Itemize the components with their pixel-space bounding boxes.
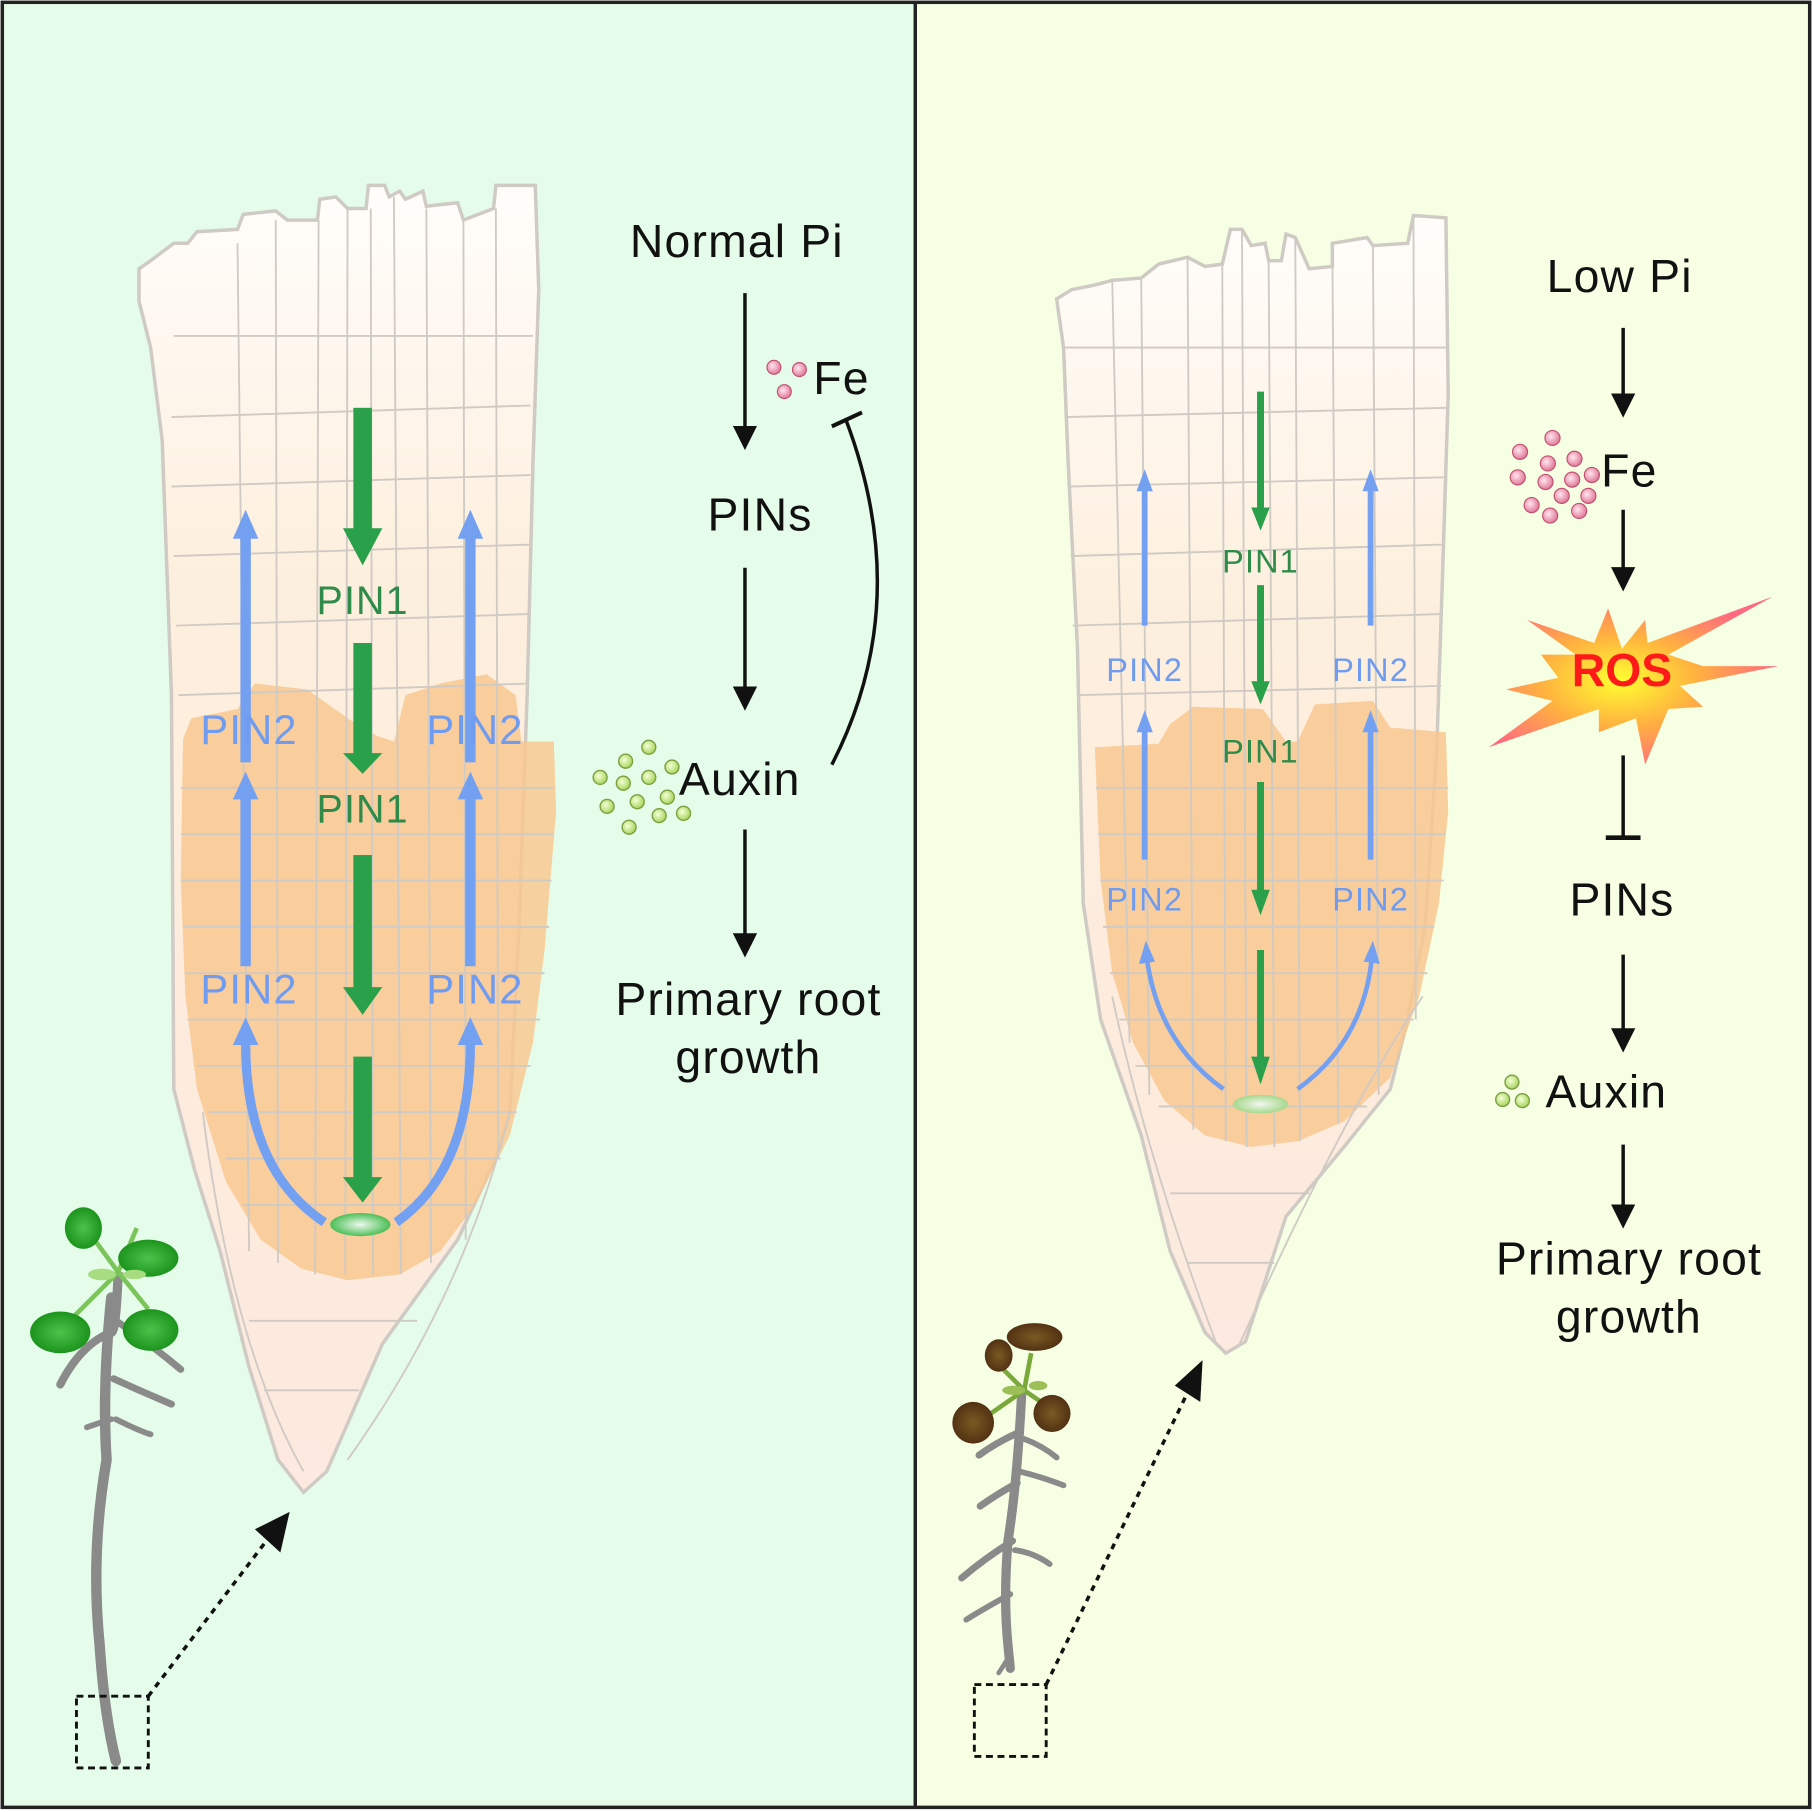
fe-particles [1509,429,1600,524]
pin2-label: PIN2 [200,706,297,753]
pin2-arrow [1362,710,1379,860]
pin2-arrow [457,509,484,763]
pin1-arrow [1251,585,1270,705]
pin2-label: PIN2 [200,965,297,1012]
pin2-arrow [457,771,484,967]
outcome-label-line2: growth [675,1031,821,1083]
pin2-arrow [232,771,259,967]
fe-particles [766,359,807,400]
ros-label: ROS [1572,644,1672,696]
auxin-inhibits-fe-arrow [830,410,880,766]
pin2-curved-arrow [1296,940,1380,1091]
pin1-arrow [1251,950,1270,1085]
pin1-arrow [342,855,383,1015]
pathway-normal: Normal Pi Fe PINs Auxin Primary root gro [592,215,881,1083]
pin1-arrow [342,1056,383,1203]
pin1-label: PIN1 [1222,733,1299,769]
pin2-label: PIN2 [1106,882,1183,918]
pin2-arrow [232,509,259,763]
pin1-arrow [1251,391,1270,531]
meristem-zone [1094,700,1449,1147]
auxin-particles [592,739,692,835]
pin2-arrow [1136,710,1153,860]
pin2-label: PIN2 [1332,882,1409,918]
pin1-label: PIN1 [1222,543,1299,579]
pin2-curved-arrow [393,1017,484,1227]
pin2-curved-arrow [232,1017,327,1227]
pin1-arrows-normal [342,407,383,1203]
outcome-label-line2: growth [1556,1290,1702,1342]
auxin-label: Auxin [679,753,801,805]
pin2-arrow [1362,469,1379,626]
pin1-label: PIN1 [317,579,409,623]
pin2-arrow [1136,469,1153,626]
auxin-label: Auxin [1546,1066,1668,1118]
seedling-stressed [952,1323,1071,1676]
condition-label: Low Pi [1547,250,1693,302]
pin2-arrows-low-pi [1136,469,1380,1091]
pins-label: PINs [708,489,813,541]
pin1-arrow [342,407,383,566]
pin2-arrows-normal [232,509,484,1227]
pin1-arrow [342,643,383,774]
zoom-region-box [972,1683,1048,1758]
ros-inhibits-pins [1605,755,1641,840]
auxin-particles [1495,1074,1531,1109]
pins-label: PINs [1569,873,1674,925]
pin2-label: PIN2 [426,706,523,753]
pin1-arrows-low-pi [1251,391,1270,1085]
condition-label: Normal Pi [630,215,844,267]
pin1-label: PIN1 [317,788,409,832]
outcome-label-line1: Primary root [615,973,881,1025]
zoom-arrow [146,1511,290,1698]
ros-burst-icon [1488,596,1779,765]
pin2-label: PIN2 [1332,652,1409,688]
pathway-low-pi: Low Pi Fe ROS PINs [1488,250,1779,1342]
fe-label: Fe [1601,445,1657,497]
seedling-healthy [30,1207,185,1767]
outcome-label-line1: Primary root [1496,1232,1762,1284]
pin2-label: PIN2 [426,965,523,1012]
pin1-arrow [1251,782,1270,916]
fe-label: Fe [813,352,869,404]
quiescent-center [330,1213,391,1237]
pin2-label: PIN2 [1106,652,1183,688]
pin2-curved-arrow [1138,940,1225,1091]
quiescent-center [1232,1094,1289,1114]
zoom-arrow [1044,1360,1203,1686]
zoom-region-box [75,1694,150,1770]
